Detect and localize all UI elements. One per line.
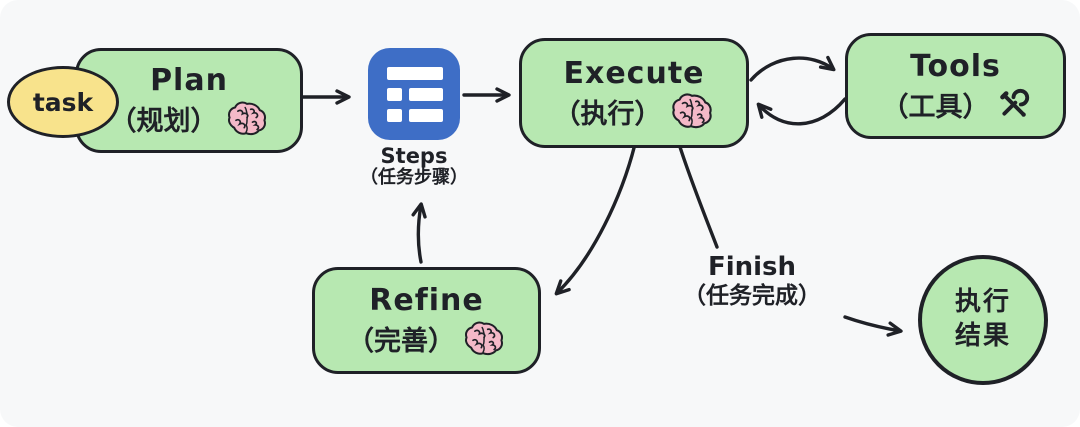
steps-label-en: Steps xyxy=(380,144,448,168)
brain-icon xyxy=(671,93,712,129)
finish-label-zh: （任务完成） xyxy=(683,283,821,310)
finish-label-en: Finish xyxy=(707,252,797,282)
refine-subtitle: （完善） xyxy=(347,326,455,357)
list-grid-icon xyxy=(387,67,443,122)
refine-node: Refine （完善） xyxy=(312,267,541,374)
plan-subtitle: （规划） xyxy=(109,106,218,137)
tools-subtitle: （工具） xyxy=(881,91,990,123)
plan-title: Plan xyxy=(150,63,228,98)
arrow-refine-to-steps xyxy=(411,202,427,264)
arrow-finish-to-result xyxy=(843,315,903,337)
result-line1: 执行 xyxy=(954,287,1011,318)
result-node: 执行 结果 xyxy=(918,255,1048,385)
tools-title: Tools xyxy=(910,48,1001,84)
steps-list-icon xyxy=(368,48,460,140)
arrow-execute-to-refine xyxy=(554,142,637,296)
arrow-execute-to-tools xyxy=(749,55,836,82)
steps-label: Steps （任务步骤） xyxy=(343,144,485,189)
brain-icon xyxy=(464,321,504,356)
task-label: task xyxy=(32,87,94,117)
result-line2: 结果 xyxy=(954,321,1011,351)
line-execute-to-finish xyxy=(678,145,719,249)
execute-title: Execute xyxy=(563,55,705,91)
brain-icon xyxy=(227,101,266,136)
arrow-tools-to-execute xyxy=(756,97,847,126)
execute-subtitle: （执行） xyxy=(553,98,662,130)
tools-node: Tools （工具） xyxy=(845,33,1066,139)
execute-node: Execute （执行） xyxy=(519,38,749,148)
refine-title: Refine xyxy=(369,283,484,318)
task-node: task xyxy=(7,66,119,138)
steps-label-zh: （任务步骤） xyxy=(360,167,468,189)
finish-label: Finish （任务完成） xyxy=(664,252,840,311)
hammer-wrench-icon xyxy=(999,88,1029,117)
